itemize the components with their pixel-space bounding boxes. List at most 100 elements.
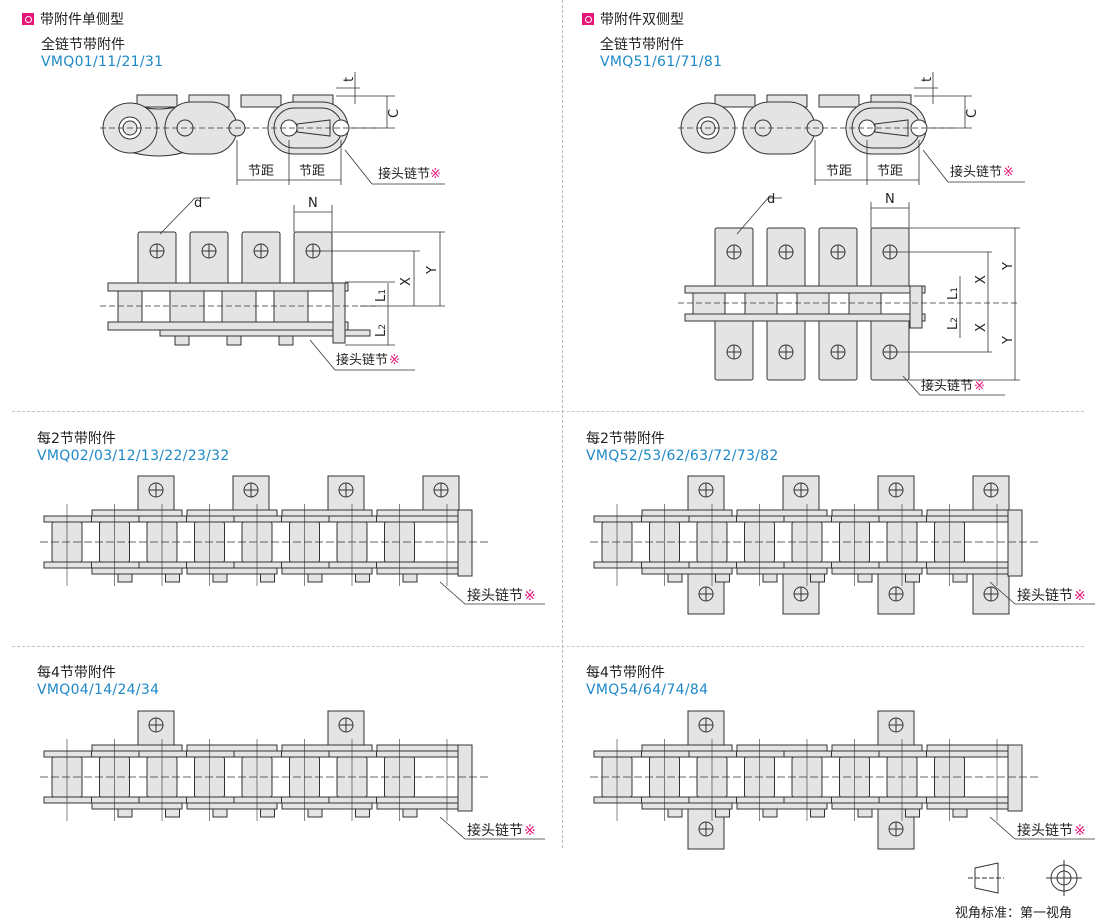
dimension-lines	[736, 197, 1020, 396]
pin-end	[165, 573, 180, 583]
roller	[796, 292, 830, 315]
inner-plate	[376, 750, 469, 758]
dim-label-c: C	[387, 109, 402, 118]
joint-link-mark: ※	[1074, 823, 1086, 839]
outer-plate	[926, 802, 1018, 810]
roller	[692, 292, 726, 315]
panel-single-every4-heading: 每4节带附件 VMQ04/14/24/34	[37, 665, 159, 699]
roller	[848, 292, 882, 315]
pin-end	[715, 573, 730, 583]
concentric-circles-view-icon	[1046, 860, 1082, 896]
pin-end	[402, 808, 418, 818]
joint-link-label: 接头链节	[950, 164, 1002, 180]
inner-plate	[926, 515, 1019, 523]
dim-label-c: C	[965, 109, 980, 118]
dim-label-pitch: 节距	[826, 164, 852, 179]
pin-end	[260, 808, 275, 818]
joint-link-label: 接头链节	[467, 587, 523, 604]
pin-end	[278, 335, 294, 346]
outer-plate	[926, 744, 1018, 752]
outer-plate	[186, 567, 278, 575]
dim-label-n: N	[885, 192, 895, 207]
inner-plate	[376, 796, 469, 804]
pin-end	[667, 808, 683, 818]
joint-link-mark: ※	[1074, 588, 1086, 604]
outer-plate	[641, 802, 733, 810]
dim-label-d: d	[194, 196, 202, 211]
pin-end	[226, 335, 242, 346]
link-plate-outer	[159, 329, 371, 337]
dim-label-x: X	[974, 275, 989, 284]
panel-subtitle: 全链节带附件	[41, 37, 125, 53]
pin-end	[355, 808, 370, 818]
pin-end	[212, 808, 228, 818]
leader-line	[989, 581, 1095, 605]
outer-plate	[376, 802, 468, 810]
pin-end	[810, 808, 825, 818]
panel-double-full-heading: 全链节带附件 VMQ51/61/71/81	[600, 37, 722, 71]
model-numbers: VMQ01/11/21/31	[41, 54, 164, 70]
panel-double-every2-heading: 每2节带附件 VMQ52/53/62/63/72/73/82	[586, 431, 779, 465]
dim-label-l2: L2	[374, 324, 389, 337]
dim-label-pitch: 节距	[877, 164, 903, 179]
outer-plate	[281, 509, 373, 517]
dim-label-n: N	[308, 196, 318, 211]
inner-plate	[926, 561, 1019, 569]
pin-end	[762, 573, 778, 583]
outer-plate	[926, 509, 1018, 517]
pin-end	[810, 573, 825, 583]
pin-end	[905, 573, 920, 583]
joint-link-mark: ※	[524, 588, 536, 604]
joint-pin	[909, 285, 923, 329]
spring-clip	[296, 119, 331, 137]
outer-plate	[376, 567, 468, 575]
chain-diagram-double-every4: 接头链节※	[590, 710, 1095, 850]
pin-end	[165, 808, 180, 818]
outer-plate	[281, 802, 373, 810]
panel-subtitle: 每4节带附件	[37, 665, 116, 681]
dim-label-pitch: 节距	[299, 164, 325, 179]
outer-plate	[376, 509, 468, 517]
pin-end	[905, 808, 920, 818]
dimension-lines	[159, 197, 445, 371]
outer-plate	[926, 567, 1018, 575]
attachment-plate	[137, 231, 177, 288]
outer-plate	[831, 509, 923, 517]
outer-plate	[91, 509, 183, 517]
outer-plate	[736, 802, 828, 810]
attachment-top	[136, 94, 178, 108]
panel-single-every2-heading: 每2节带附件 VMQ02/03/12/13/22/23/32	[37, 431, 230, 465]
link-plate-bottom	[107, 321, 349, 331]
outer-plate	[91, 744, 183, 752]
outer-plate	[641, 744, 733, 752]
joint-link-mark: ※	[974, 379, 985, 394]
outer-plate	[831, 744, 923, 752]
dim-label-l1: L1	[946, 287, 961, 300]
side-view-diagram-single: t C 节距 节距 接头链节 ※	[100, 72, 445, 185]
joint-pin	[1007, 744, 1023, 812]
dim-label-y: Y	[1001, 262, 1016, 271]
side-view-chain	[102, 94, 350, 157]
attachment-holes	[726, 244, 898, 360]
vertical-divider	[562, 0, 563, 848]
outer-plate	[641, 509, 733, 517]
dim-label-x: X	[399, 277, 414, 286]
pin-end	[857, 573, 873, 583]
inner-plate	[926, 796, 1019, 804]
pin-end	[667, 573, 683, 583]
attachment-top	[714, 94, 756, 108]
pin-end	[857, 808, 873, 818]
spring-clip	[874, 119, 909, 137]
inner-plate	[926, 750, 1019, 758]
pin-end	[117, 808, 133, 818]
joint-pin	[1007, 509, 1023, 577]
leader-line	[439, 581, 545, 605]
roller	[744, 292, 778, 315]
link-plate-top	[684, 285, 926, 294]
roller	[117, 290, 143, 323]
pin-end	[952, 808, 968, 818]
joint-link-label: 接头链节	[1017, 587, 1073, 604]
pin-end	[715, 808, 730, 818]
pin-end	[402, 573, 418, 583]
pin-end	[952, 573, 968, 583]
